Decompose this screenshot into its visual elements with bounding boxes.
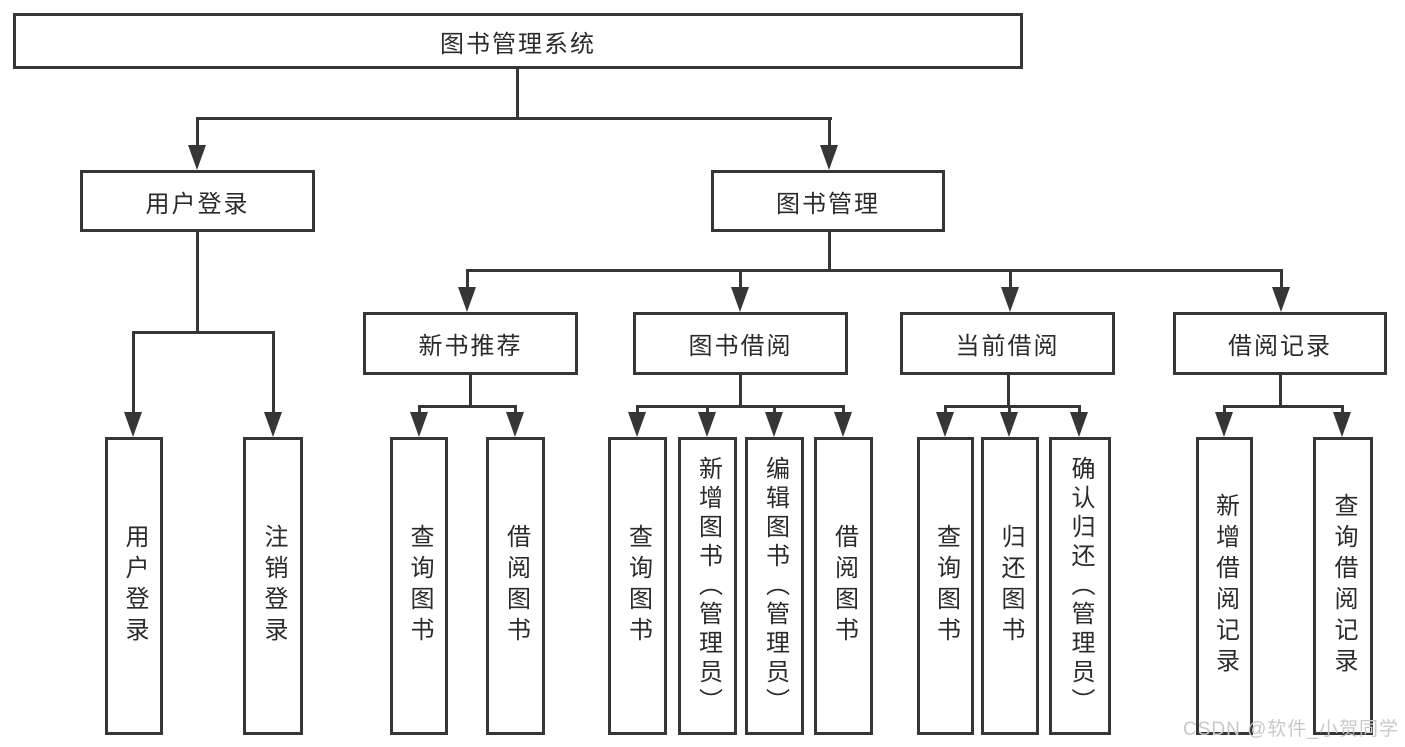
node-book-management-label: 图书管理 [776, 190, 880, 218]
connector-line [1009, 269, 1012, 291]
leaf-logout: 注销登录 [243, 437, 303, 735]
node-current-borrow: 当前借阅 [900, 312, 1115, 375]
connector-line [132, 331, 135, 415]
arrow-down-icon [834, 412, 852, 437]
connector-line [514, 405, 517, 417]
node-root: 图书管理系统 [13, 13, 1023, 69]
leaf-borrow-edit-admin-label: 编辑图书（管理员） [761, 455, 789, 717]
arrow-down-icon [1001, 287, 1019, 312]
arrow-down-icon [506, 412, 524, 437]
node-new-book-recommend: 新书推荐 [363, 312, 578, 375]
connector-line [1341, 405, 1344, 417]
connector-line [469, 375, 472, 408]
arrow-down-icon [1070, 412, 1088, 437]
node-book-management: 图书管理 [711, 170, 945, 232]
connector-line [1280, 269, 1283, 291]
connector-line [418, 405, 421, 417]
leaf-borrow-borrow: 借阅图书 [814, 437, 873, 735]
arrow-down-icon [820, 145, 838, 170]
connector-line [944, 405, 1081, 408]
connector-line [636, 405, 844, 408]
connector-line [773, 405, 776, 417]
node-current-borrow-label: 当前借阅 [955, 333, 1060, 360]
arrow-down-icon [458, 287, 476, 312]
connector-line [1223, 405, 1344, 408]
connector-line [196, 117, 832, 120]
connector-line [196, 232, 199, 334]
leaf-current-confirm-admin-label: 确认归还（管理员） [1067, 455, 1094, 717]
arrow-down-icon [731, 287, 749, 312]
leaf-record-add-label: 新增借阅记录 [1211, 493, 1239, 679]
arrow-down-icon [1215, 412, 1233, 437]
connector-line [944, 405, 947, 417]
node-borrow-record-label: 借阅记录 [1228, 333, 1332, 360]
connector-line [842, 405, 845, 417]
connector-line [132, 331, 275, 334]
leaf-newbook-borrow-label: 借阅图书 [502, 524, 530, 648]
leaf-record-add: 新增借阅记录 [1196, 437, 1253, 735]
connector-line [828, 117, 831, 149]
connector-line [1223, 405, 1226, 417]
leaf-borrow-query-label: 查询图书 [624, 524, 652, 648]
connector-line [706, 405, 709, 417]
leaf-newbook-query-label: 查询图书 [406, 524, 433, 648]
connector-line [1007, 375, 1010, 408]
connector-line [739, 269, 742, 291]
leaf-current-query-label: 查询图书 [932, 524, 960, 648]
leaf-user-login: 用户登录 [105, 437, 163, 735]
leaf-user-login-label: 用户登录 [121, 524, 148, 648]
leaf-borrow-add-admin-label: 新增图书（管理员） [694, 455, 722, 717]
node-root-label: 图书管理系统 [440, 30, 596, 58]
leaf-record-query: 查询借阅记录 [1313, 437, 1373, 735]
connector-line [1078, 405, 1081, 417]
arrow-down-icon [410, 412, 428, 437]
connector-line [466, 269, 469, 291]
leaf-borrow-borrow-label: 借阅图书 [830, 524, 858, 648]
arrow-down-icon [1000, 412, 1018, 437]
connector-line [516, 68, 519, 120]
connector-line [739, 375, 742, 408]
watermark: CSDN @软件_小贺同学 [1183, 719, 1399, 740]
node-new-book-recommend-label: 新书推荐 [418, 333, 523, 360]
leaf-record-query-label: 查询借阅记录 [1330, 493, 1357, 679]
leaf-borrow-add-admin: 新增图书（管理员） [678, 437, 737, 735]
arrow-down-icon [1333, 412, 1351, 437]
connector-line [418, 405, 517, 408]
arrow-down-icon [698, 412, 716, 437]
arrow-down-icon [188, 145, 206, 170]
connector-line [636, 405, 639, 417]
arrow-down-icon [124, 412, 142, 437]
arrow-down-icon [628, 412, 646, 437]
connector-line [466, 269, 1282, 272]
leaf-current-query: 查询图书 [917, 437, 974, 735]
leaf-current-confirm-admin: 确认归还（管理员） [1049, 437, 1111, 735]
leaf-newbook-borrow: 借阅图书 [486, 437, 545, 735]
leaf-current-return: 归还图书 [981, 437, 1039, 735]
leaf-logout-label: 注销登录 [260, 524, 287, 648]
arrow-down-icon [1272, 287, 1290, 312]
arrow-down-icon [765, 412, 783, 437]
connector-line [1279, 375, 1282, 408]
connector-line [196, 117, 199, 149]
arrow-down-icon [936, 412, 954, 437]
leaf-current-return-label: 归还图书 [997, 524, 1024, 648]
connector-line [828, 232, 831, 272]
leaf-borrow-edit-admin: 编辑图书（管理员） [745, 437, 804, 735]
node-borrow-record: 借阅记录 [1173, 312, 1387, 375]
node-book-borrow: 图书借阅 [633, 312, 848, 375]
connector-line [272, 331, 275, 415]
node-user-login-label: 用户登录 [145, 190, 250, 218]
leaf-borrow-query: 查询图书 [608, 437, 667, 735]
leaf-newbook-query: 查询图书 [390, 437, 448, 735]
node-book-borrow-label: 图书借阅 [688, 333, 793, 360]
arrow-down-icon [264, 412, 282, 437]
node-user-login: 用户登录 [80, 170, 315, 232]
connector-line [1008, 405, 1011, 417]
